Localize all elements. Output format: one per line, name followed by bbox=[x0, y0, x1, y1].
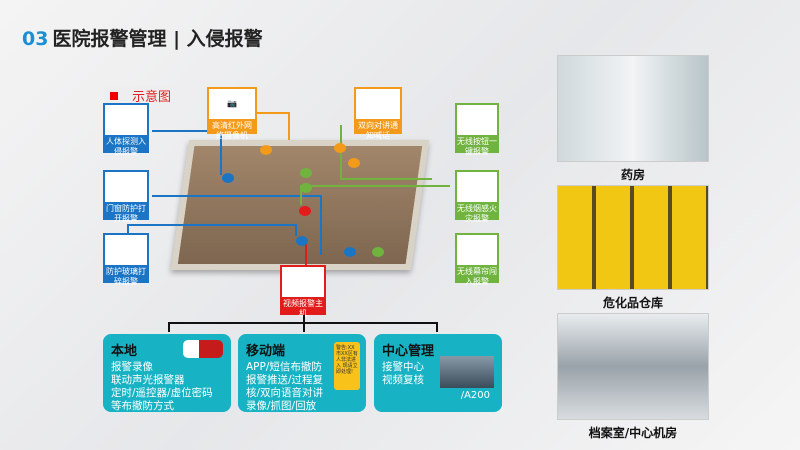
smoke-detector-icon: ◯ bbox=[457, 172, 497, 202]
panel-title: 本地 bbox=[111, 344, 138, 359]
speaker-dot bbox=[348, 158, 360, 168]
connector-line bbox=[305, 240, 307, 270]
device-label: 无线按钮一键报警 bbox=[457, 137, 497, 156]
tree-line bbox=[303, 315, 305, 322]
panel-line: 报警录像 bbox=[111, 361, 153, 373]
phone-alert-text: 警告:XX市XX区有人非法进入 现请立即处理! bbox=[336, 345, 358, 375]
alarm-host-icon: ▬ bbox=[282, 267, 324, 297]
panel-line: 报警推送/过程复 bbox=[246, 374, 324, 386]
device-label: 防护玻璃打碎报警 bbox=[106, 267, 146, 286]
section-number: 03 bbox=[22, 28, 49, 50]
panel-mobile: 警告:XX市XX区有人非法进入 现请立即处理! 移动端 APP/短信布撤防 报警… bbox=[238, 334, 366, 412]
connector-line bbox=[300, 185, 450, 205]
panel-center: /A200 中心管理 接警中心 视频复核 bbox=[374, 334, 502, 412]
connector-line bbox=[230, 112, 290, 140]
speaker-icon: ◎◉ bbox=[356, 89, 400, 119]
panel-line: APP/短信布撤防 bbox=[246, 361, 322, 373]
model-label: /A200 bbox=[460, 390, 490, 401]
panel-line: 定时/遥控器/虚位密码 bbox=[111, 387, 213, 399]
connector-line bbox=[152, 195, 322, 255]
device-speaker: ◎◉ 双向对讲通知喊话 bbox=[354, 87, 402, 140]
legend-marker-icon bbox=[110, 91, 118, 100]
device-door-sensor: ▭ 门窗防护打开报警 bbox=[103, 170, 149, 223]
strobe-siren-icon bbox=[183, 340, 223, 358]
device-label: 无线幕帘闯入报警 bbox=[457, 267, 497, 286]
device-label: 视频报警主机 bbox=[283, 299, 323, 318]
sensor-dot bbox=[344, 247, 356, 257]
glass-break-icon: ◣ bbox=[105, 235, 147, 265]
device-label: 门窗防护打开报警 bbox=[106, 204, 146, 223]
panel-title: 中心管理 bbox=[382, 344, 435, 359]
camera-dot bbox=[260, 145, 272, 155]
connector-line bbox=[152, 130, 222, 175]
phone-alert-icon: 警告:XX市XX区有人非法进入 现请立即处理! bbox=[334, 342, 360, 390]
device-label: 人体探测入侵报警 bbox=[106, 137, 146, 156]
wireless-dot bbox=[300, 168, 312, 178]
curtain-sensor-icon: ▯ bbox=[457, 235, 497, 265]
panel-line: 视频复核 bbox=[382, 374, 424, 386]
control-room-image bbox=[440, 356, 494, 388]
chemical-warehouse-photo bbox=[557, 185, 709, 290]
title-text: 医院报警管理 | 入侵报警 bbox=[52, 28, 263, 50]
panel-local: 本地 报警录像 联动声光报警器 定时/遥控器/虚位密码 等布撤防方式 bbox=[103, 334, 231, 412]
device-panic-button: ◉ 无线按钮一键报警 bbox=[455, 103, 499, 156]
device-smoke-detector: ◯ 无线烟感火灾报警 bbox=[455, 170, 499, 223]
tree-line bbox=[303, 322, 305, 332]
pharmacy-photo bbox=[557, 55, 709, 162]
device-curtain-sensor: ▯ 无线幕帘闯入报警 bbox=[455, 233, 499, 286]
panel-line: 核/双向语音对讲 bbox=[246, 387, 324, 399]
pharmacy-caption: 药房 bbox=[620, 168, 645, 182]
sensor-dot bbox=[222, 173, 234, 183]
server-room-photo bbox=[557, 313, 709, 420]
legend-label: 示意图 bbox=[132, 90, 172, 105]
chemical-warehouse-caption: 危化品仓库 bbox=[602, 296, 663, 310]
legend: 示意图 bbox=[104, 86, 178, 105]
device-label: 高清红外网络摄像机 bbox=[212, 121, 252, 140]
connector-line bbox=[127, 224, 297, 236]
door-sensor-icon: ▭ bbox=[105, 172, 147, 202]
panel-line: 等布撤防方式 bbox=[111, 400, 174, 412]
panel-line: 联动声光报警器 bbox=[111, 374, 185, 386]
camera-icon: 📷 bbox=[209, 89, 255, 119]
sensor-dot bbox=[296, 236, 308, 246]
camera-dot bbox=[334, 143, 346, 153]
wireless-dot bbox=[300, 183, 312, 193]
alarm-host: ▬ 视频报警主机 bbox=[280, 265, 326, 318]
panel-line: 录像/抓图/回放 bbox=[246, 400, 317, 412]
panel-line: 接警中心 bbox=[382, 361, 424, 373]
device-label: 双向对讲通知喊话 bbox=[358, 121, 398, 140]
device-glass-break: ◣ 防护玻璃打碎报警 bbox=[103, 233, 149, 286]
motion-sensor-icon: ◐ bbox=[105, 105, 147, 135]
device-camera: 📷 高清红外网络摄像机 bbox=[207, 87, 257, 140]
panic-button-icon: ◉ bbox=[457, 105, 497, 135]
device-label: 无线烟感火灾报警 bbox=[457, 204, 497, 223]
wireless-dot bbox=[372, 247, 384, 257]
panel-title: 移动端 bbox=[246, 344, 286, 359]
server-room-caption: 档案室/中心机房 bbox=[588, 426, 678, 440]
device-body-sensor: ◐ 人体探测入侵报警 bbox=[103, 103, 149, 156]
host-dot bbox=[299, 206, 311, 216]
